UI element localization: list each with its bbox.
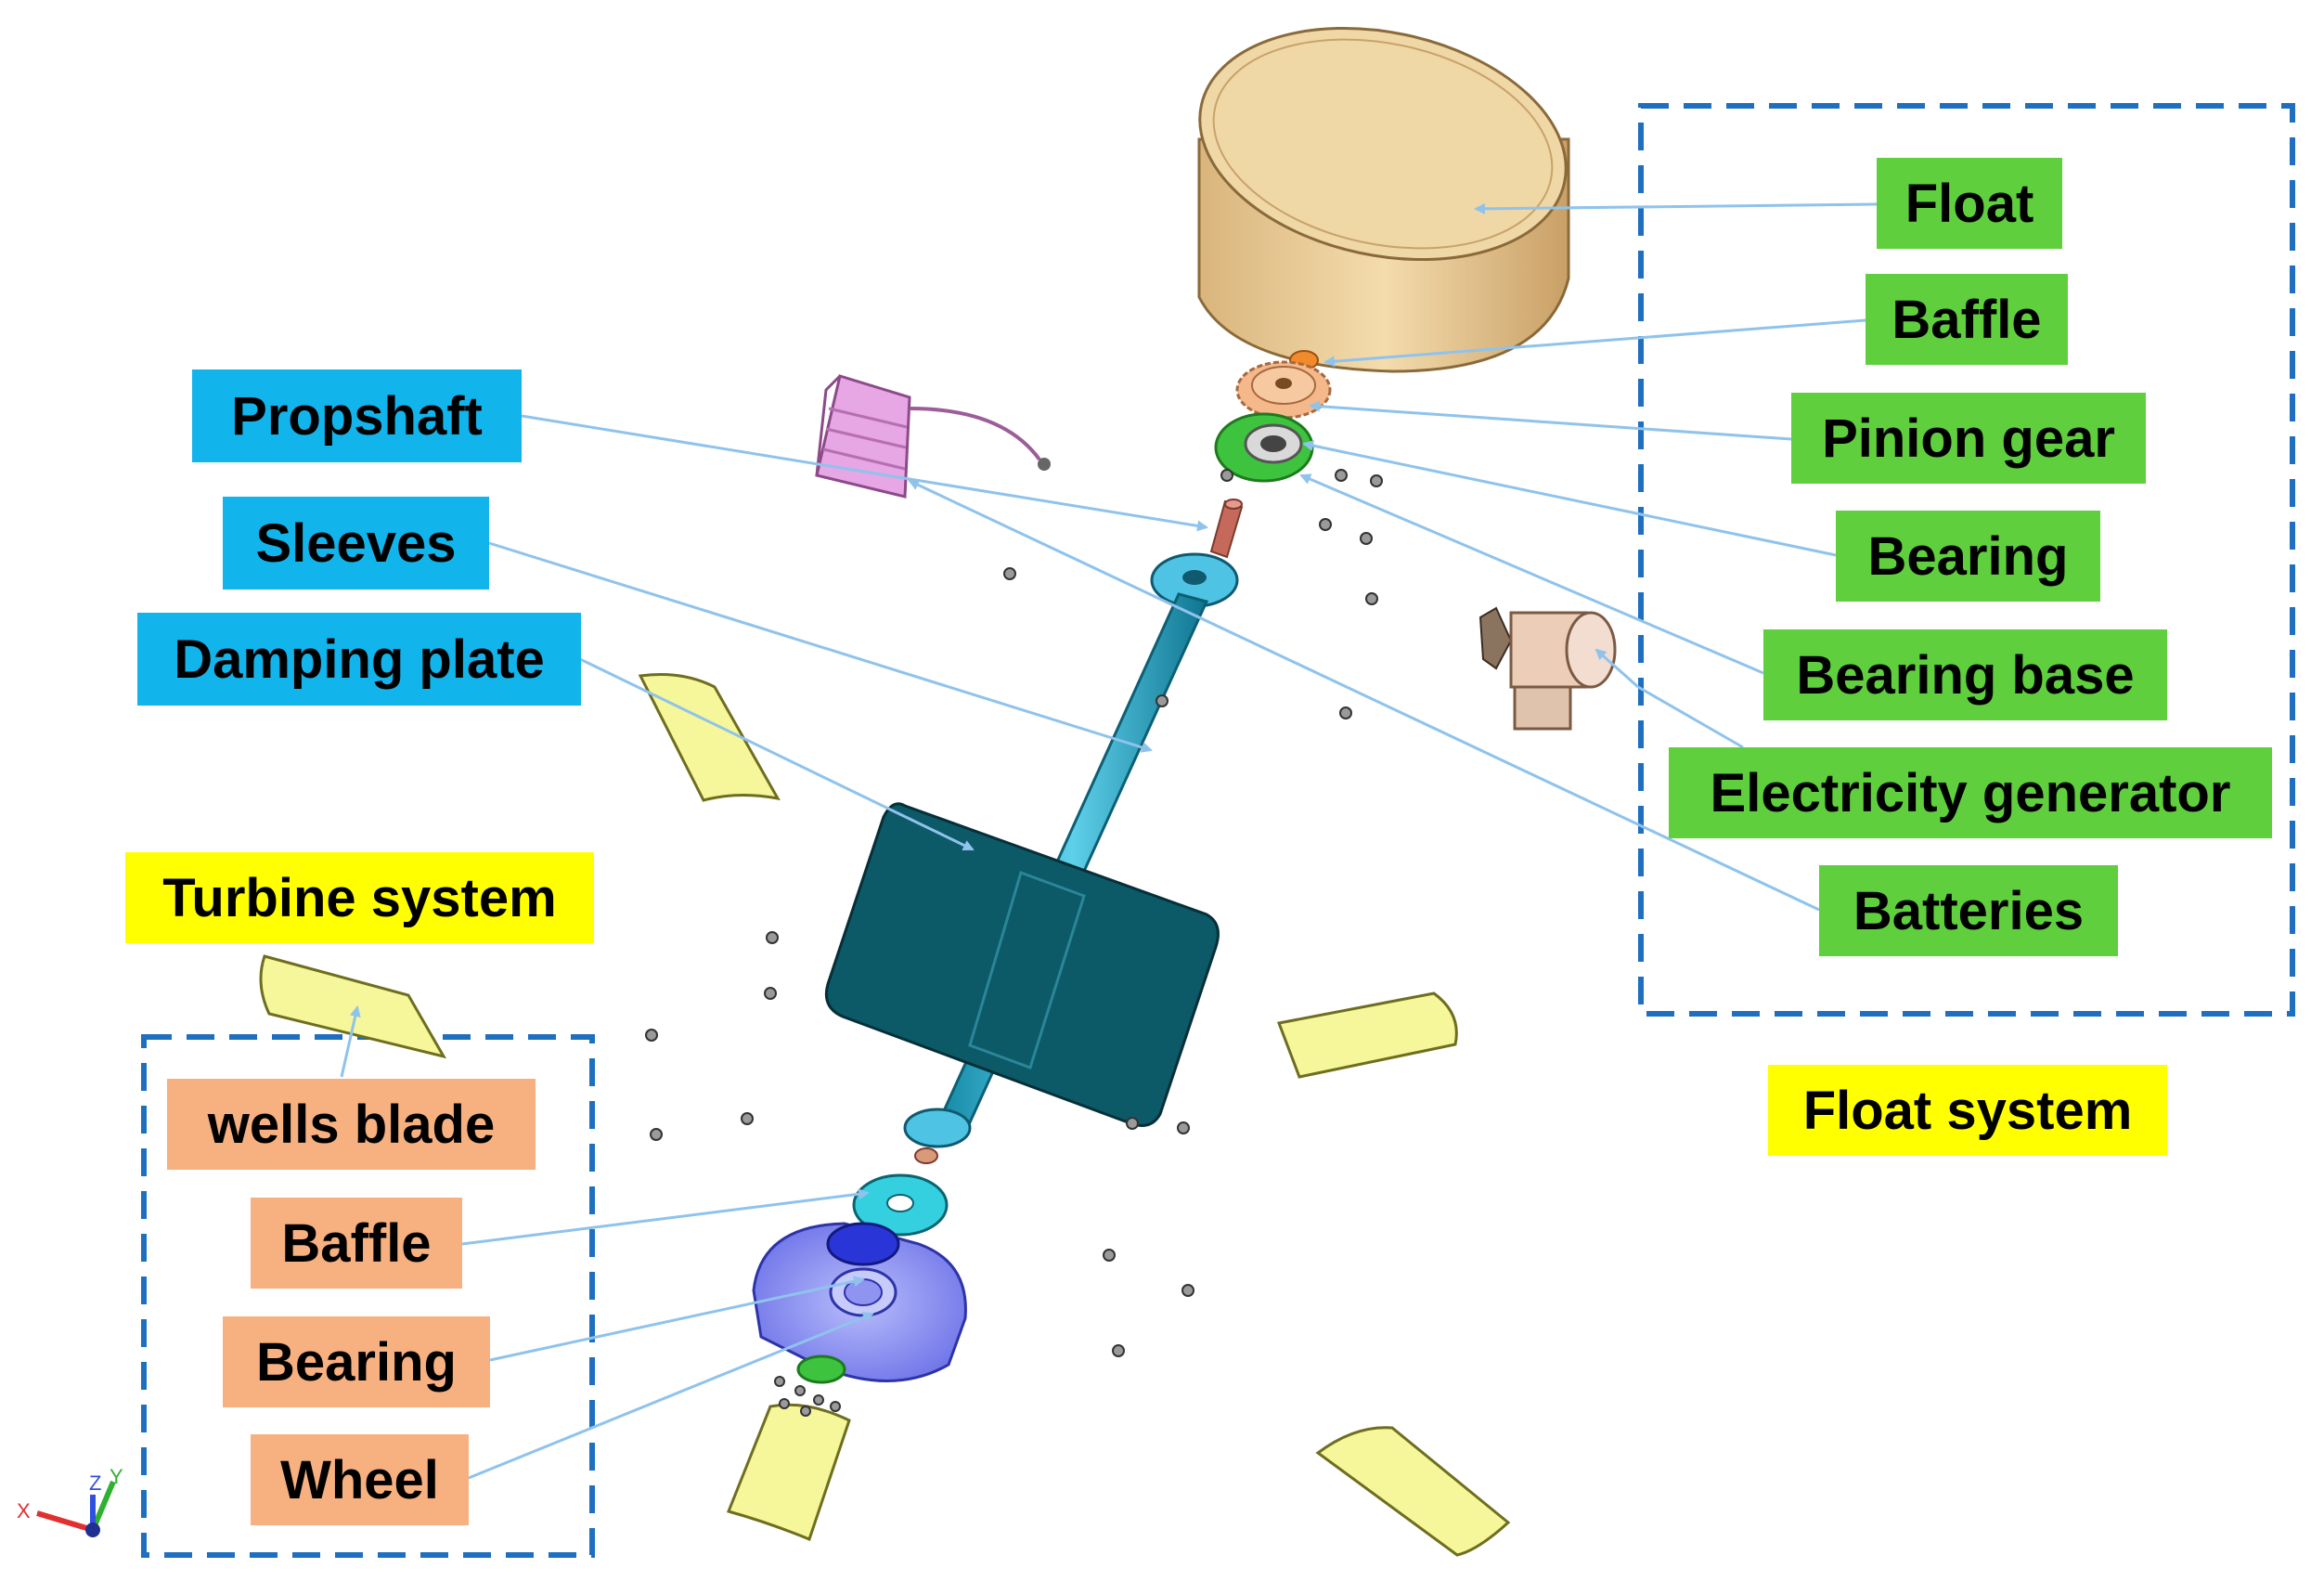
wheel-part bbox=[752, 1222, 967, 1382]
label-float-baffle: Baffle bbox=[1866, 274, 2068, 365]
batteries-part bbox=[815, 374, 1051, 499]
label-bearing-base: Bearing base bbox=[1763, 629, 2167, 720]
label-electricity-generator: Electricity generator bbox=[1669, 747, 2272, 838]
axis-triad: X Y Z bbox=[17, 1465, 123, 1537]
pinion-gear-part bbox=[1235, 360, 1332, 420]
screws bbox=[645, 469, 1383, 1417]
shaft-bottom-tip bbox=[914, 1147, 938, 1164]
shaft-bottom-flange bbox=[903, 1108, 972, 1148]
turbine-baffle-part bbox=[852, 1173, 949, 1237]
wells-blade-3 bbox=[1276, 991, 1458, 1079]
label-float: Float bbox=[1877, 158, 2062, 249]
wells-blade-1 bbox=[638, 673, 781, 802]
float-system-frame bbox=[1638, 103, 2295, 1017]
label-damping-plate: Damping plate bbox=[137, 613, 581, 706]
label-turbine-baffle: Baffle bbox=[251, 1198, 462, 1289]
axis-y-label: Y bbox=[110, 1465, 123, 1488]
label-propshaft: Propshaft bbox=[192, 369, 522, 462]
wells-blade-5 bbox=[1315, 1426, 1511, 1557]
electricity-generator-part bbox=[1478, 606, 1617, 731]
axis-z-label: Z bbox=[89, 1471, 101, 1495]
propshaft-part bbox=[1209, 499, 1244, 559]
turbine-bearing-part bbox=[796, 1354, 846, 1384]
wells-blade-2 bbox=[259, 954, 447, 1059]
leader-lines bbox=[340, 202, 1878, 1480]
wells-blade-4 bbox=[726, 1403, 851, 1541]
label-sleeves: Sleeves bbox=[223, 497, 489, 590]
label-turbine-bearing: Bearing bbox=[223, 1316, 490, 1407]
label-wheel: Wheel bbox=[251, 1434, 469, 1525]
label-batteries: Batteries bbox=[1819, 865, 2118, 956]
label-wells-blade: wells blade bbox=[167, 1079, 536, 1170]
label-pinion-gear: Pinion gear bbox=[1791, 393, 2146, 484]
damping-plate-part bbox=[824, 802, 1220, 1127]
axis-x-label: X bbox=[17, 1499, 31, 1523]
float-part bbox=[1197, 26, 1570, 373]
turbine-system-title: Turbine system bbox=[125, 852, 594, 943]
label-float-bearing: Bearing bbox=[1836, 511, 2100, 602]
float-system-title: Float system bbox=[1768, 1065, 2167, 1156]
